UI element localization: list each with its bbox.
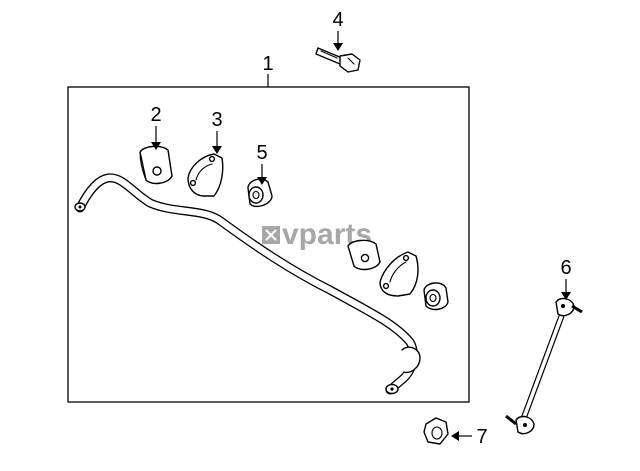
callout-7-label: 7 bbox=[476, 426, 487, 448]
nut-part-7 bbox=[423, 417, 449, 445]
callout-5-label: 5 bbox=[256, 142, 267, 164]
bushing-part-2 bbox=[139, 145, 173, 185]
bushing-part-5 bbox=[247, 178, 273, 208]
callout-7: 7 bbox=[451, 426, 488, 448]
bushing-right bbox=[347, 239, 381, 271]
callout-3-label: 3 bbox=[211, 109, 222, 131]
bracket-right bbox=[379, 251, 419, 297]
callout-1: 1 bbox=[262, 53, 274, 87]
callout-6: 6 bbox=[560, 257, 572, 300]
callout-4-label: 4 bbox=[332, 9, 343, 31]
callout-5: 5 bbox=[256, 142, 268, 185]
callout-3: 3 bbox=[211, 109, 223, 154]
callout-2: 2 bbox=[150, 104, 162, 150]
bolt-part-4 bbox=[315, 47, 361, 73]
stabilizer-bar bbox=[74, 173, 421, 395]
stabilizer-link-part-6 bbox=[505, 297, 583, 435]
callout-1-label: 1 bbox=[262, 53, 273, 75]
bracket-part-3 bbox=[187, 153, 224, 197]
round-bushing-right bbox=[423, 282, 449, 311]
callout-2-label: 2 bbox=[150, 104, 161, 126]
callout-6-label: 6 bbox=[560, 257, 571, 279]
callout-4: 4 bbox=[332, 9, 344, 51]
